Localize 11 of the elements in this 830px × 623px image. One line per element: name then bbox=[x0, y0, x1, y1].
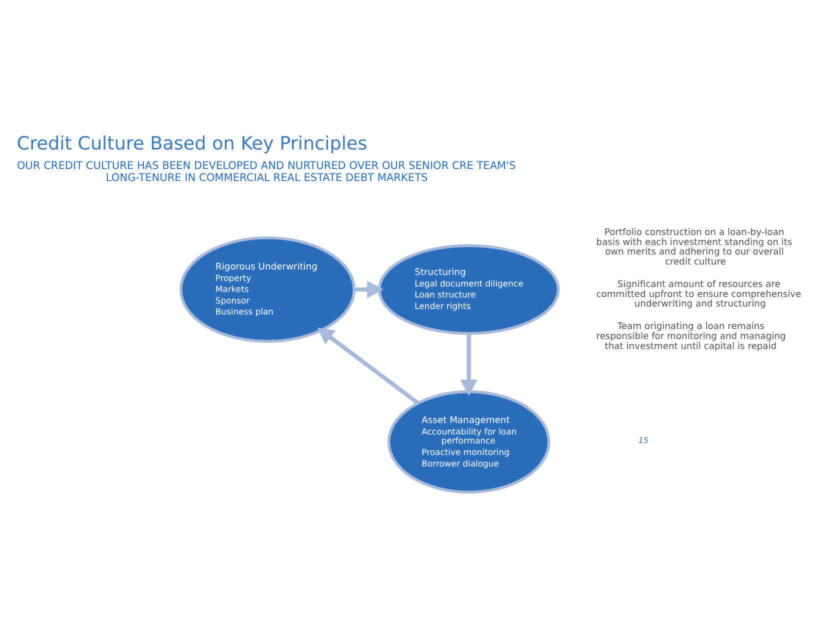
label: Team originating a loan remains responsible for monitoring and managing that investment until capital is repaid bbox=[596, 322, 786, 352]
node-ellipse: Structuring Legal document diligence Loan structure Lender rights bbox=[378, 244, 560, 334]
label: Portfolio construction on a loan-by-loan basis with each investment standing on its own merits and adhering to our overall credit culture bbox=[596, 227, 792, 267]
arrow bbox=[354, 280, 384, 298]
node-ellipse: Rigorous Underwriting Property Markets Sponsor Business plan bbox=[179, 236, 356, 342]
arrow bbox=[460, 333, 478, 396]
label: OUR CREDIT CULTURE HAS BEEN DEVELOPED AND NURTURED OVER OUR SENIOR CRE TEAM'S LONG-TENURE IN COMMERCIAL REAL ESTATE DEBT MARKETS bbox=[16, 160, 516, 184]
diagram-title: Credit Culture Based on Key Principles bbox=[16, 132, 368, 154]
arrow bbox=[317, 327, 420, 404]
node-ellipse: Asset Management Accountability for loan performance Proactive monitoring Borrower dialogue bbox=[387, 390, 550, 494]
label: Significant amount of resources are committed upfront to ensure comprehensive underwriting and structuring bbox=[596, 279, 802, 310]
